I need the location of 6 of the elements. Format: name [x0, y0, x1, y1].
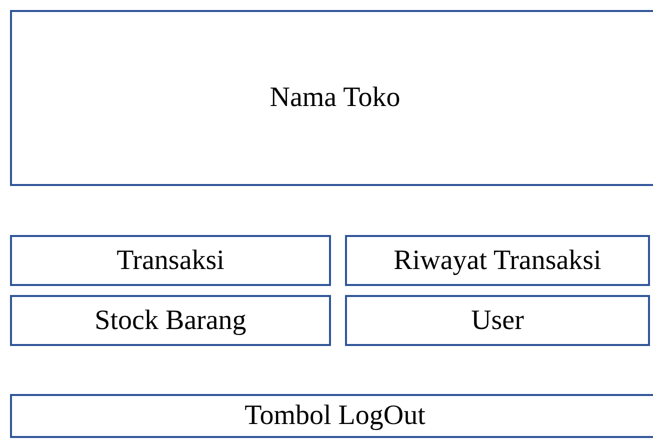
logout-bar: Tombol LogOut	[10, 394, 653, 438]
menu-tile: Stock Barang	[10, 295, 331, 346]
menu-tile: Riwayat Transaksi	[345, 235, 650, 286]
menu-tile: User	[345, 295, 650, 346]
menu-tile: Transaksi	[10, 235, 331, 286]
header-panel: Nama Toko	[10, 10, 653, 186]
